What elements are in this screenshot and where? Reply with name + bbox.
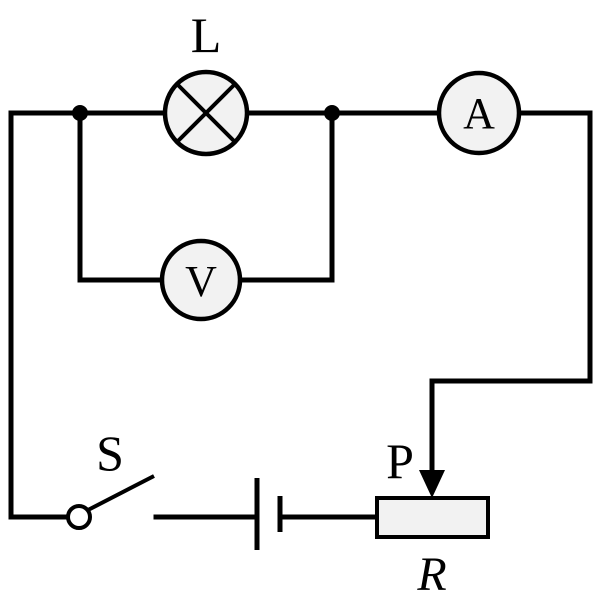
voltmeter: V — [159, 238, 243, 322]
wire-top-left — [8, 110, 168, 520]
junction-node-right — [324, 105, 340, 121]
lamp: L — [162, 7, 250, 157]
wire-voltmeter-branch-right — [237, 110, 335, 283]
switch-label: S — [96, 425, 124, 481]
lamp-label: L — [191, 7, 222, 63]
ammeter: A — [436, 70, 522, 156]
switch-blade — [87, 474, 155, 512]
slider-arrowhead — [419, 470, 445, 498]
ammeter-label: A — [463, 89, 495, 138]
voltmeter-circle — [159, 238, 243, 322]
wires — [8, 110, 593, 520]
wire-right — [429, 110, 593, 483]
rheostat-body — [375, 496, 490, 539]
junction-node-left — [72, 105, 88, 121]
switch: S — [66, 425, 155, 530]
switch-pivot — [66, 504, 92, 530]
battery — [254, 478, 283, 550]
rheostat-label: R — [416, 548, 446, 598]
rheostat: P R — [375, 433, 490, 598]
slider-label: P — [386, 433, 414, 489]
wire-voltmeter-branch-left — [77, 110, 165, 283]
ammeter-circle — [436, 70, 522, 156]
lamp-cross-2 — [175, 82, 237, 144]
voltmeter-label: V — [185, 257, 217, 306]
